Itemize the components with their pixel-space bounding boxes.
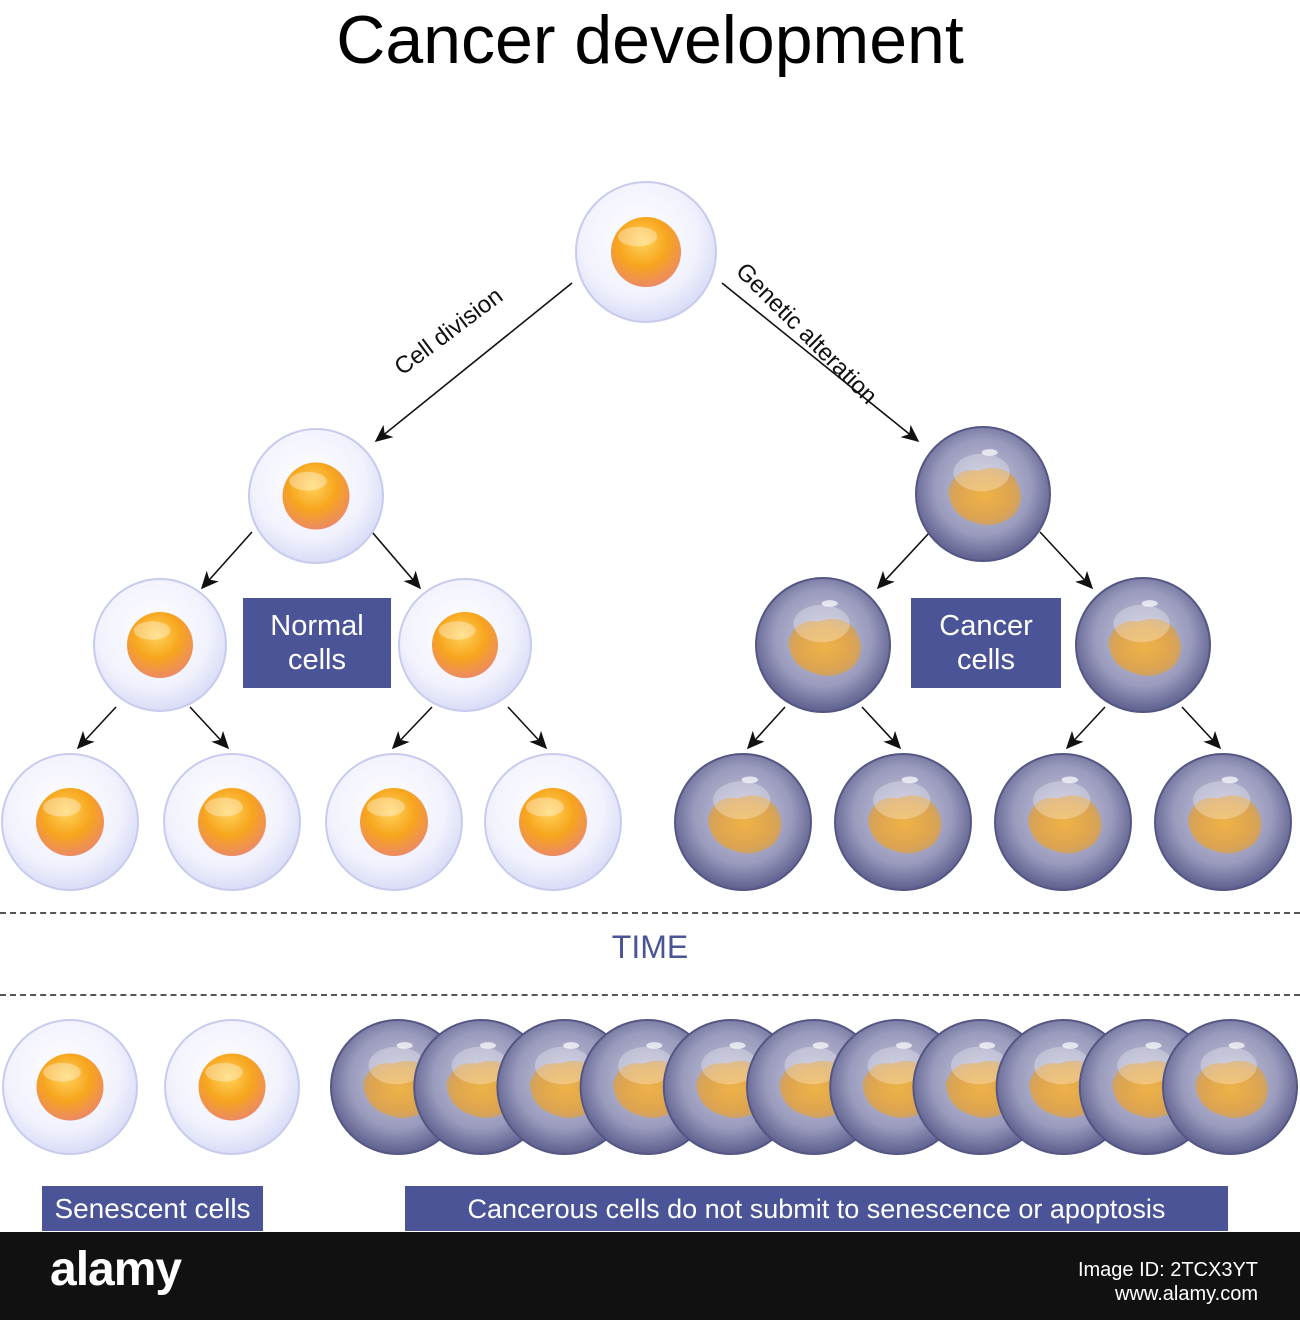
time-label: TIME xyxy=(611,929,689,965)
normal-cell-gen3-2 xyxy=(163,753,301,891)
arrow-cell-division xyxy=(374,282,573,443)
alamy-logo: alamy xyxy=(50,1243,182,1296)
senescent-cell-2 xyxy=(164,1019,300,1155)
arrow-normal-gen2-c xyxy=(391,706,433,750)
senescent-cell-1 xyxy=(2,1019,138,1155)
footer-image-info: Image ID: 2TCX3YT www.alamy.com xyxy=(1078,1258,1258,1306)
normal-cell-gen3-1 xyxy=(1,753,139,891)
footer-bar xyxy=(0,1232,1300,1320)
cancer-cell-gen3-4 xyxy=(1154,753,1292,891)
time-divider-top xyxy=(0,912,1300,914)
site-url: www.alamy.com xyxy=(1115,1283,1258,1305)
arrow-genetic-alteration xyxy=(721,282,920,443)
arrow-normal-gen1-right xyxy=(371,531,422,590)
cancerous-cell-11 xyxy=(1162,1019,1298,1155)
cancer-cell-gen1 xyxy=(915,426,1051,562)
time-divider-bottom xyxy=(0,994,1300,996)
arrow-cancer-gen1-right xyxy=(1039,531,1094,590)
normal-cell-gen3-4 xyxy=(484,753,622,891)
image-id: Image ID: 2TCX3YT xyxy=(1077,1259,1258,1281)
cancer-cell-gen3-3 xyxy=(994,753,1132,891)
arrow-cancer-gen2-d xyxy=(1181,706,1222,750)
cancer-cell-gen3-1 xyxy=(674,753,812,891)
arrows-group xyxy=(76,282,1222,750)
arrow-normal-gen2-d xyxy=(507,706,548,750)
normal-cell-gen2-left xyxy=(93,578,227,712)
arrow-cancer-gen2-b xyxy=(861,706,902,750)
arrow-cancer-gen2-a xyxy=(746,706,786,750)
cancer-cell-gen2-left xyxy=(755,577,891,713)
arrow-normal-gen2-a xyxy=(76,706,117,750)
arrow-cancer-gen1-left xyxy=(876,531,931,590)
cancer-cell-gen3-2 xyxy=(834,753,972,891)
cancerous-note-label: Cancerous cells do not submit to senesce… xyxy=(405,1186,1228,1231)
page-title: Cancer development xyxy=(336,2,964,78)
normal-cells-line2: cells xyxy=(287,644,346,676)
normal-cell-gen3-3 xyxy=(325,753,463,891)
arrow-normal-gen2-b xyxy=(189,706,230,750)
cancer-cell-gen2-right xyxy=(1075,577,1211,713)
cancer-cells-line1: Cancer xyxy=(939,610,1033,642)
arrow-normal-gen1-left xyxy=(200,531,253,590)
normal-cell-gen2-right xyxy=(398,578,532,712)
normal-cell-gen1 xyxy=(248,428,384,564)
senescent-cells-label: Senescent cells xyxy=(42,1186,263,1231)
normal-cells-line1: Normal xyxy=(270,610,364,642)
parent-cell xyxy=(575,181,717,323)
cell-diagram-canvas xyxy=(1,181,1298,1155)
arrow-cancer-gen2-c xyxy=(1065,706,1106,750)
cancer-cells-line2: cells xyxy=(956,644,1015,676)
cells-group xyxy=(1,181,1298,1155)
